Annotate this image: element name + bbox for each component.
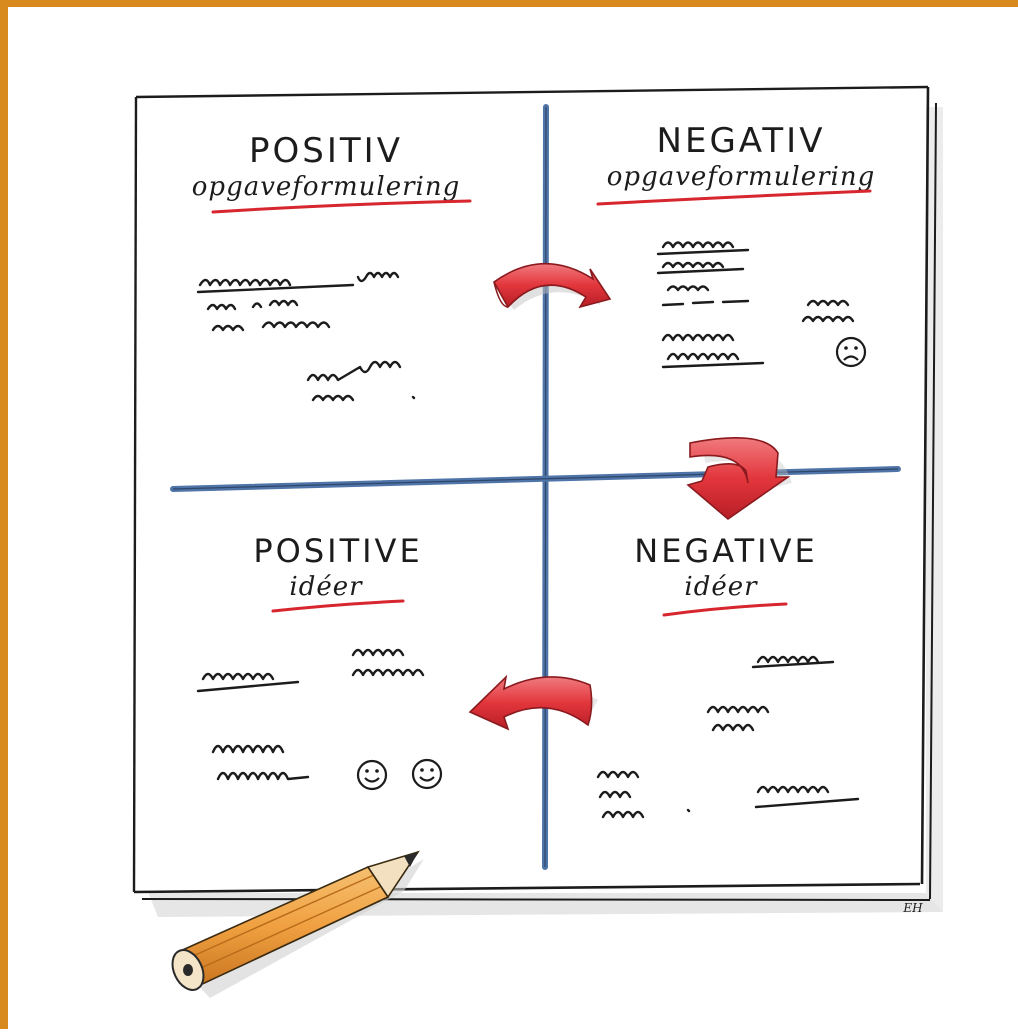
- scribble-text: [196, 271, 416, 402]
- quadrant-title: NEGATIVE: [634, 532, 817, 570]
- red-underline: [271, 599, 405, 613]
- quadrant-subtitle: idéer: [289, 572, 363, 602]
- scribble-text: [596, 655, 860, 819]
- quadrant-top-left: POSITIV opgaveformulering: [192, 131, 472, 402]
- curved-arrow-icon: [686, 437, 792, 521]
- quadrant-title: POSITIV: [249, 131, 403, 171]
- scribble-text: [196, 648, 425, 781]
- curved-arrow-icon: [468, 674, 598, 731]
- sad-face-icon: [835, 336, 867, 368]
- red-underline: [211, 199, 472, 214]
- red-underline: [662, 602, 788, 617]
- curved-arrow-icon: [492, 262, 612, 310]
- quadrant-subtitle: opgaveformulering: [192, 172, 460, 202]
- quadrant-subtitle: idéer: [684, 572, 758, 602]
- red-underline: [596, 189, 872, 206]
- pencil-icon: [171, 850, 424, 998]
- quadrant-bottom-left: POSITIVE idéer: [196, 532, 443, 791]
- quadrant-illustration: POSITIV opgaveformulering NEGATIV opgave…: [132, 85, 943, 998]
- smiley-face-icon: [411, 758, 443, 790]
- scribble-text: [656, 241, 855, 369]
- quadrant-title: NEGATIV: [657, 121, 826, 161]
- paper-sheet: [132, 85, 937, 901]
- quadrant-bottom-right: NEGATIVE idéer: [596, 532, 860, 819]
- quadrant-title: POSITIVE: [253, 532, 422, 570]
- artist-signature: EH: [902, 901, 923, 915]
- quadrant-top-right: NEGATIV opgaveformulering: [596, 121, 875, 369]
- smiley-face-icon: [356, 759, 388, 791]
- quadrant-subtitle: opgaveformulering: [607, 162, 875, 192]
